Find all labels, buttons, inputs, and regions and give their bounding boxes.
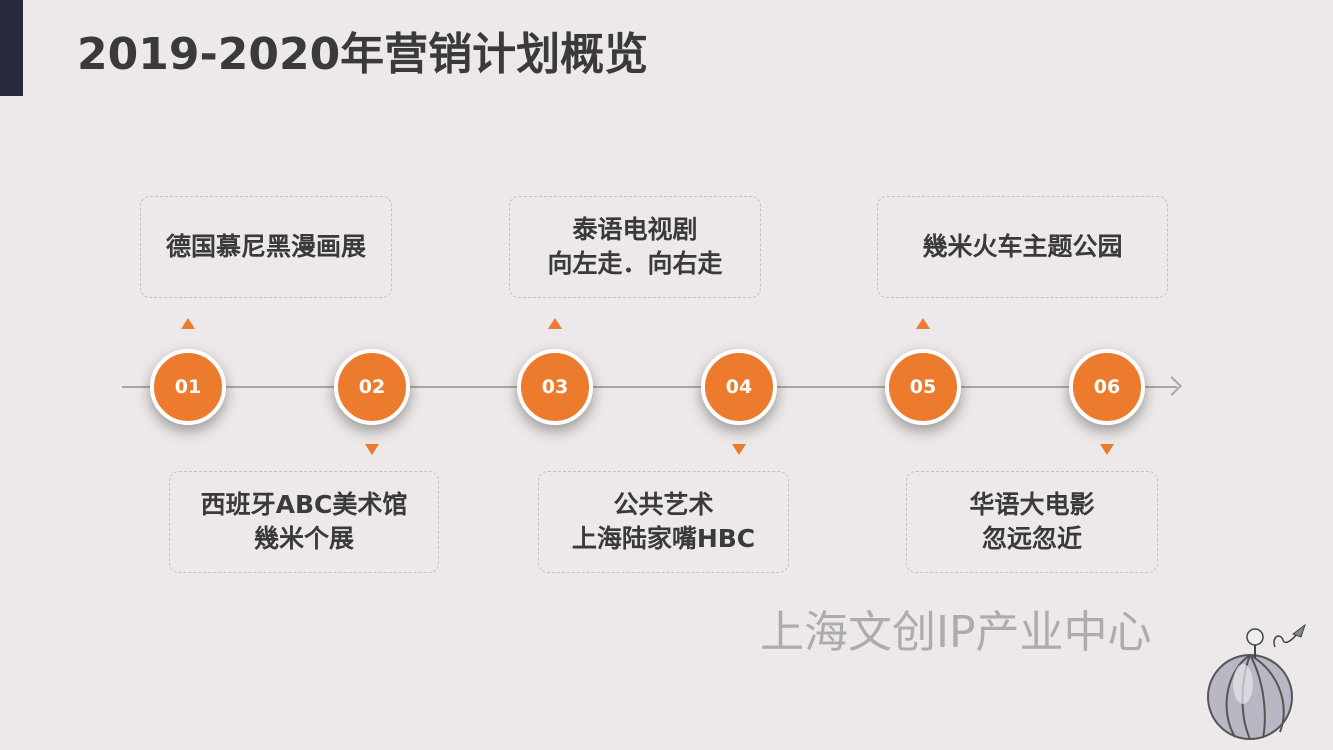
milestone-02: 02 (334, 349, 410, 425)
accent-bar (0, 0, 23, 96)
pointer-up-icon (916, 318, 930, 329)
event-text: 幾米个展 (253, 524, 354, 553)
event-text: 幾米火车主题公园 (922, 232, 1123, 261)
pointer-down-icon (365, 444, 379, 455)
watermark: 上海文创IP产业中心 (760, 607, 1152, 658)
event-box-03: 泰语电视剧 向左走．向右走 (509, 196, 761, 298)
milestone-06: 06 (1069, 349, 1145, 425)
pointer-up-icon (548, 318, 562, 329)
event-box-05: 幾米火车主题公园 (877, 196, 1168, 298)
event-text: 德国慕尼黑漫画展 (165, 232, 366, 261)
milestone-03: 03 (517, 349, 593, 425)
event-text: 泰语电视剧 (572, 215, 698, 244)
page-title: 2019-2020年营销计划概览 (77, 29, 649, 80)
event-text: 向左走．向右走 (547, 249, 723, 278)
pumpkin-logo-icon (1207, 623, 1306, 740)
event-text: 华语大电影 (969, 490, 1095, 519)
event-box-04: 公共艺术 上海陆家嘴HBC (538, 471, 789, 573)
milestone-04: 04 (701, 349, 777, 425)
event-text: 公共艺术 (613, 490, 714, 519)
pointer-down-icon (732, 444, 746, 455)
timeline-arrow-icon (1162, 376, 1182, 396)
event-text: 西班牙ABC美术馆 (200, 490, 408, 519)
event-box-06: 华语大电影 忽远忽近 (906, 471, 1158, 573)
event-text: 忽远忽近 (981, 524, 1082, 553)
timeline-axis (122, 386, 1177, 388)
milestone-05: 05 (885, 349, 961, 425)
pointer-down-icon (1100, 444, 1114, 455)
event-box-02: 西班牙ABC美术馆 幾米个展 (169, 471, 439, 573)
event-text: 上海陆家嘴HBC (571, 524, 756, 553)
milestone-01: 01 (150, 349, 226, 425)
pointer-up-icon (181, 318, 195, 329)
event-box-01: 德国慕尼黑漫画展 (140, 196, 392, 298)
